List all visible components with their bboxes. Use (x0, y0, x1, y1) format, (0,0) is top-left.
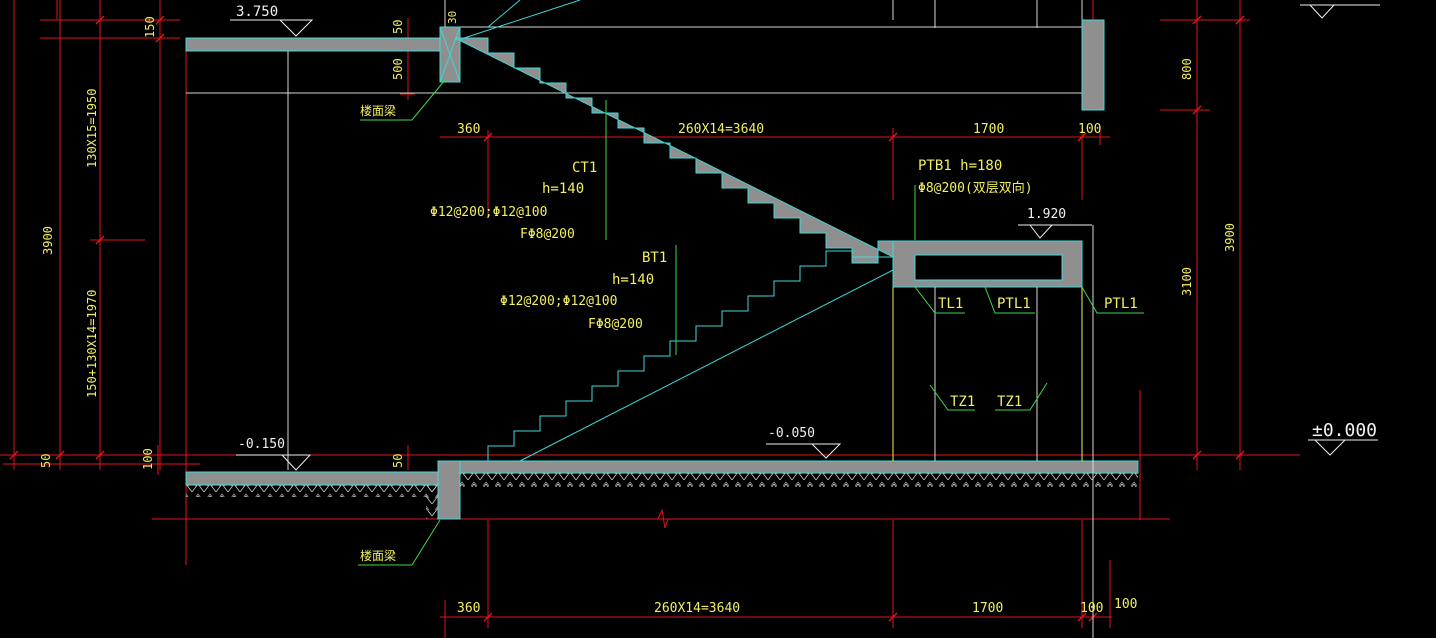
dim-left-150: 150 (143, 16, 157, 38)
ground-slab-left (185, 471, 439, 486)
top-landing-slab (185, 37, 441, 52)
label-tl1: TL1 (938, 296, 963, 312)
elev-mid-landing: 1.920 (1027, 207, 1066, 222)
bottom-floor-beam (437, 460, 461, 520)
ptb1-title: PTB1 h=180 (918, 158, 1002, 174)
dim-small-500: 500 (391, 58, 405, 80)
dim-bottom-100a: 100 (1080, 601, 1103, 616)
elev-ground-zero: ±0.000 (1312, 420, 1377, 441)
dim-right-3900: 3900 (1223, 223, 1237, 252)
label-tz1-a: TZ1 (950, 394, 975, 410)
break-symbol (652, 508, 675, 529)
soil-hatch-right (460, 473, 1138, 487)
dim-small-30: 30 (446, 11, 459, 24)
dim-bottom-run: 260X14=3640 (654, 601, 740, 616)
label-ptl1-b: PTL1 (1104, 296, 1138, 312)
leader-lines (358, 79, 1144, 566)
dim-left-100: 100 (141, 448, 155, 470)
bt1-name: BT1 (642, 250, 667, 266)
dim-small-50-bottom: 50 (391, 454, 405, 468)
mid-landing-slab (892, 240, 1083, 288)
dim-left-lower: 150+130X14=1970 (85, 290, 99, 398)
dim-left-upper: 130X15=1950 (85, 89, 99, 168)
label-tz1-b: TZ1 (997, 394, 1022, 410)
ct1-thickness: h=140 (542, 181, 584, 197)
dim-top-1700: 1700 (973, 122, 1004, 137)
lower-stair-flight (487, 250, 893, 461)
label-ptl1-a: PTL1 (997, 296, 1031, 312)
bt1-thickness: h=140 (612, 272, 654, 288)
dim-top-run: 260X14=3640 (678, 122, 764, 137)
structure (185, 0, 1139, 638)
level-symbols (230, 4, 1380, 471)
soil-hatch-left (186, 485, 438, 497)
dim-bottom-360: 360 (457, 601, 480, 616)
ct1-rebar-main: Φ12@200;Φ12@100 (430, 205, 547, 220)
dimension-ticks (9, 15, 1245, 622)
ptb1-rebar: Φ8@200(双层双向) (918, 180, 1033, 196)
dim-small-50-top: 50 (391, 20, 405, 34)
dim-top-360: 360 (457, 122, 480, 137)
label-floor-beam-top: 楼面梁 (360, 103, 396, 118)
dim-bottom-100b: 100 (1114, 597, 1137, 612)
dim-left-3900: 3900 (41, 226, 55, 255)
dim-bottom-1700: 1700 (972, 601, 1003, 616)
soil-hatch-beam (426, 485, 438, 519)
ct1-name: CT1 (572, 160, 597, 176)
dimension-lines (0, 0, 1300, 638)
ground-slab-right (459, 460, 1139, 474)
ct1-rebar-dist: FΦ8@200 (520, 227, 575, 242)
dim-left-50: 50 (39, 454, 53, 468)
dim-right-3100: 3100 (1180, 267, 1194, 296)
construction-lines (186, 0, 1100, 470)
bt1-rebar-dist: FΦ8@200 (588, 317, 643, 332)
dim-top-100: 100 (1078, 122, 1101, 137)
label-floor-beam-bottom: 楼面梁 (360, 548, 396, 563)
elev-top-landing: 3.750 (236, 4, 278, 20)
bt1-rebar-main: Φ12@200;Φ12@100 (500, 294, 617, 309)
elev-floor-left: -0.150 (238, 437, 285, 452)
elev-floor-mid: -0.050 (768, 426, 815, 441)
right-top-beam (1081, 19, 1105, 111)
dim-right-800: 800 (1180, 58, 1194, 80)
